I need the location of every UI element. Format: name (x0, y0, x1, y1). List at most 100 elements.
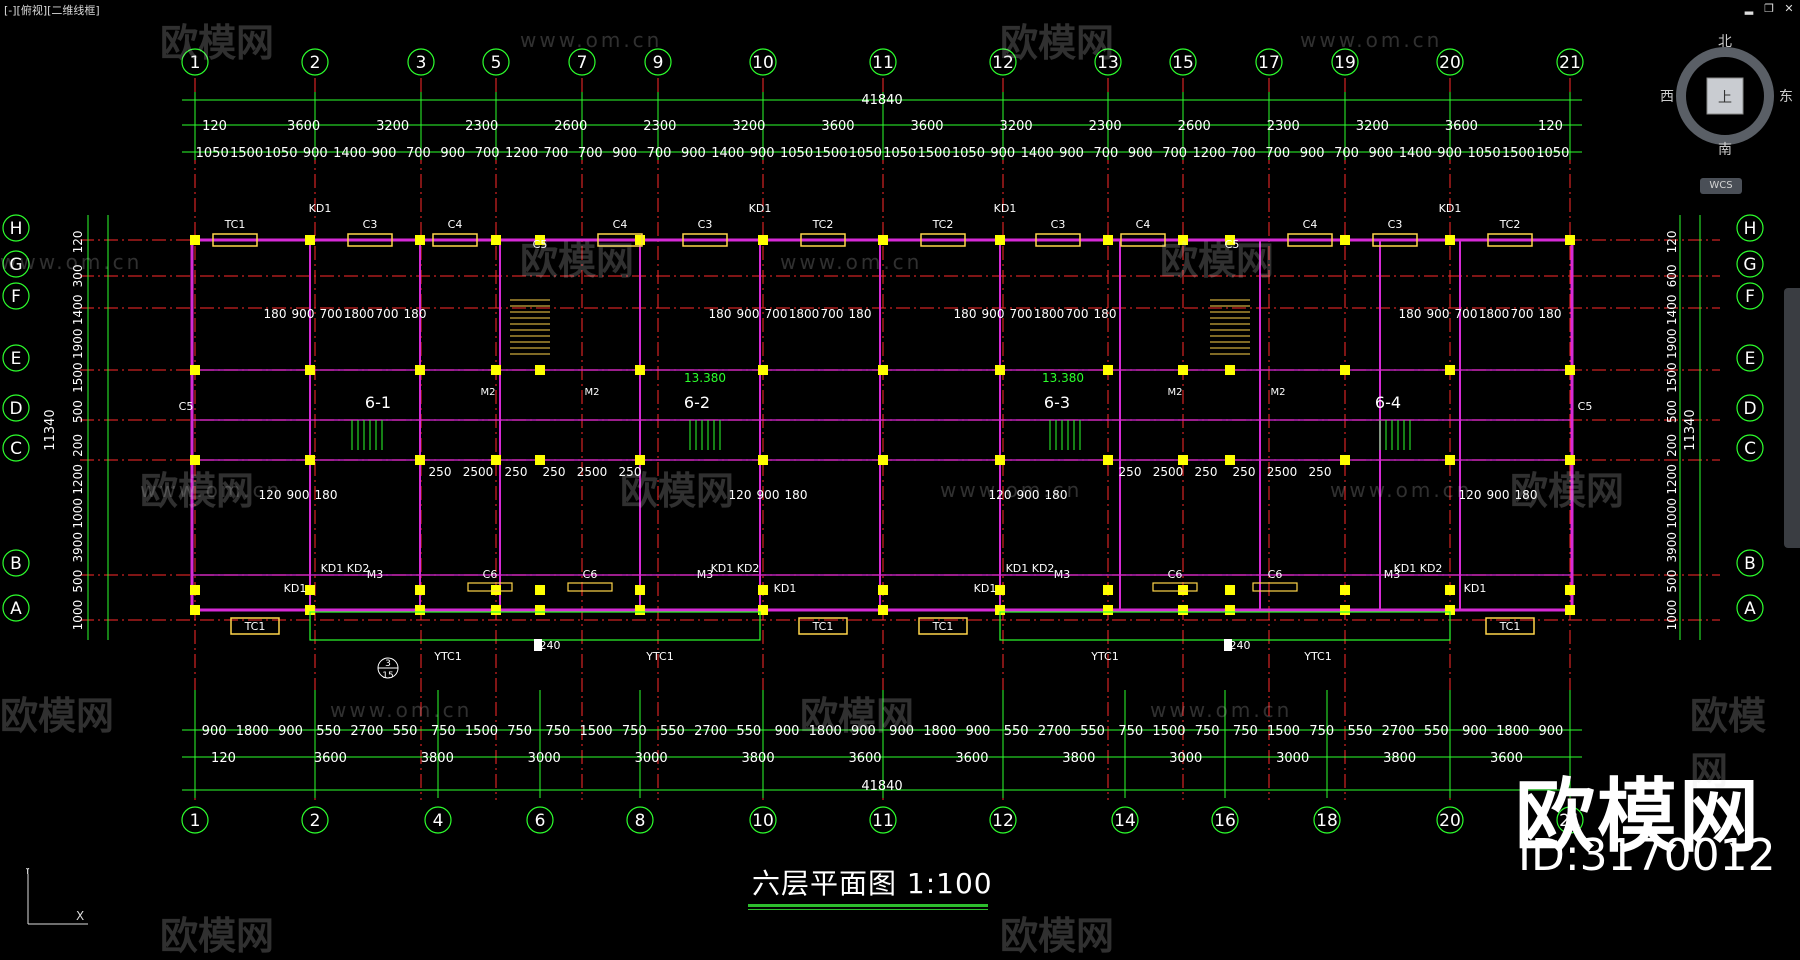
brand-logo-text: 欧模网 (1515, 770, 1761, 863)
compass-west[interactable]: 西 (1660, 89, 1674, 105)
window (1487, 233, 1533, 247)
viewport-label[interactable]: [-][俯视][二维线框] (4, 4, 100, 17)
window-label: C6 (483, 568, 498, 581)
dimension-right: 1400 (1665, 295, 1679, 326)
column (1445, 585, 1455, 595)
axis-bubble-top-circle (1331, 48, 1359, 76)
detail-ref-number: 3 (385, 659, 391, 669)
window-label: C5 (533, 238, 548, 251)
inner-dimension: 2500 (1153, 465, 1184, 479)
inner-dimension: 180 (1515, 488, 1538, 502)
dimension-bottom-sub: 750 (1118, 724, 1143, 739)
column (1340, 605, 1350, 615)
column (758, 235, 768, 245)
axis-bubble-bottom-circle (424, 806, 452, 834)
dimension-top-sub: 900 (1300, 146, 1325, 161)
inner-dimension: 180 (785, 488, 808, 502)
column (1565, 455, 1575, 465)
inner-dimension: 700 (376, 307, 399, 321)
window-label: TC1 (1499, 620, 1521, 633)
exterior-wall (190, 238, 1574, 612)
axis-bubble-bottom: 10 (752, 811, 774, 831)
inner-dimension: 1800 (344, 307, 375, 321)
inner-dimension: 180 (954, 307, 977, 321)
axis-bubble-bottom: 18 (1316, 811, 1338, 831)
minimize-icon[interactable]: ▂ (1744, 2, 1754, 15)
dimension-top-sub: 1500 (814, 146, 847, 161)
axis-bubble-top-circle (1169, 48, 1197, 76)
restore-icon[interactable]: ❐ (1764, 2, 1774, 15)
balcony-outline (999, 611, 1451, 641)
watermark-brand: 欧模网 (620, 469, 735, 513)
viewcube-face-label: 上 (1718, 90, 1732, 106)
column (491, 455, 501, 465)
dimension-left: 120 (71, 231, 85, 254)
door-label: M2 (1271, 387, 1286, 398)
opening-label: KD1 (749, 202, 772, 215)
dimension-bottom-main: 3000 (1169, 751, 1202, 766)
dimension-top-sub: 1500 (1502, 146, 1535, 161)
dimension-top-main: 2600 (1178, 119, 1211, 134)
inner-dimension: 2500 (463, 465, 494, 479)
inner-dimension: 240 (1230, 639, 1251, 652)
dimension-left: 1400 (71, 295, 85, 326)
axis-bubble-bottom: 11 (872, 811, 894, 831)
window-label: TC1 (224, 218, 246, 231)
column (878, 585, 888, 595)
window (567, 582, 613, 592)
dimension-bottom-main: 3000 (635, 751, 668, 766)
axis-bubble-bottom: 14 (1114, 811, 1136, 831)
compass-east[interactable]: 东 (1779, 89, 1793, 105)
dimension-bottom-main: 3600 (955, 751, 988, 766)
dimension-depth-right: 11340 (1683, 409, 1698, 450)
inner-dimension: 180 (1094, 307, 1117, 321)
dimension-bottom-sub: 1500 (465, 724, 498, 739)
inner-dimension: 700 (1455, 307, 1478, 321)
dimension-left: 200 (71, 434, 85, 457)
column (190, 235, 200, 245)
viewcube[interactable]: 上 北 南 东 西 (1655, 30, 1795, 170)
inner-dimension: 250 (619, 465, 642, 479)
window-label: C3 (1388, 218, 1403, 231)
axis-bubble-right-circle (1736, 250, 1764, 278)
close-icon[interactable]: ✕ (1784, 2, 1794, 15)
compass-north[interactable]: 北 (1718, 34, 1732, 50)
dimension-top-sub: 700 (1231, 146, 1256, 161)
dimension-top-sub: 1500 (230, 146, 263, 161)
navigation-bar[interactable] (1784, 288, 1800, 548)
inner-dimension: 900 (1487, 488, 1510, 502)
viewcube-face[interactable] (1706, 77, 1744, 115)
axis-bubble-right: G (1743, 255, 1756, 275)
wcs-button[interactable]: WCS (1700, 178, 1742, 194)
dimension-top-sub: 700 (544, 146, 569, 161)
opening-label: KD1 KD2 (711, 562, 760, 575)
column (878, 605, 888, 615)
axis-bubble-bottom-circle (181, 806, 209, 834)
inner-dimension: 180 (1399, 307, 1422, 321)
dimension-top-sub: 700 (1334, 146, 1359, 161)
axis-bubble-top-circle (1094, 48, 1122, 76)
column (415, 605, 425, 615)
column (491, 605, 501, 615)
dimension-top-sub: 1050 (196, 146, 229, 161)
inner-dimension: 180 (404, 307, 427, 321)
balcony-label: YTC1 (1090, 650, 1118, 663)
inner-dimension: 120 (1459, 488, 1482, 502)
window-label: TC2 (1499, 218, 1521, 231)
dimension-left: 1000 (71, 498, 85, 529)
opening-label: KD1 KD2 (1006, 562, 1055, 575)
inner-dimension: 180 (1045, 488, 1068, 502)
balcony-label: YTC1 (1303, 650, 1331, 663)
dimension-top-sub: 900 (440, 146, 465, 161)
dimension-top-sub: 700 (1162, 146, 1187, 161)
axis-bubble-top-circle (1255, 48, 1283, 76)
column (1445, 455, 1455, 465)
window (467, 582, 513, 592)
column (491, 585, 501, 595)
dimension-top-sub: 900 (1437, 146, 1462, 161)
compass-south[interactable]: 南 (1718, 142, 1732, 158)
dimension-top-sub: 900 (1059, 146, 1084, 161)
column (1340, 455, 1350, 465)
axis-bubble-top: 10 (752, 53, 774, 73)
